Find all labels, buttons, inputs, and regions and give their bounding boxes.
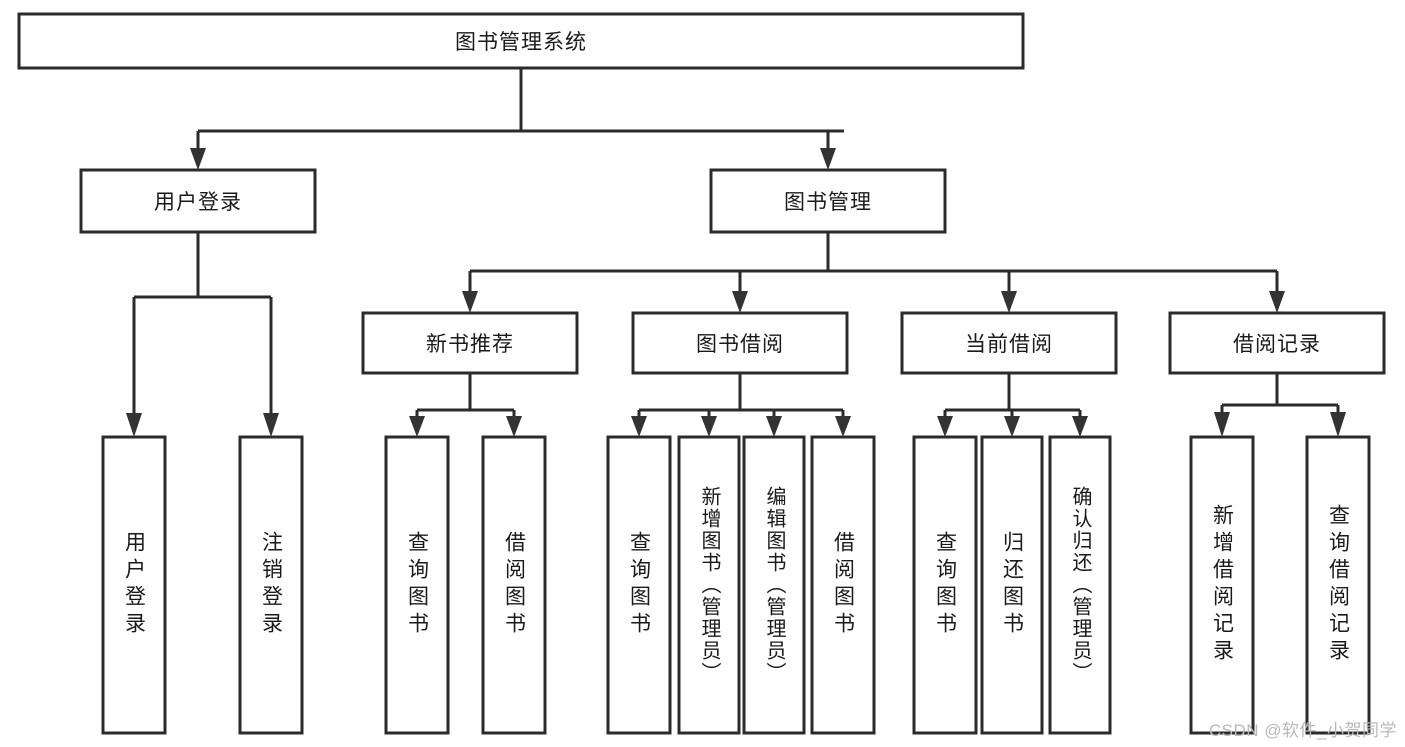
leaf-recommend-0[interactable] <box>384 435 450 735</box>
node-borrow-record[interactable] <box>1168 311 1386 375</box>
leaf-current-1[interactable] <box>980 435 1044 735</box>
node-root[interactable] <box>17 12 1025 70</box>
leaf-record-0[interactable] <box>1189 435 1255 735</box>
leaf-borrow-2[interactable] <box>742 435 806 735</box>
connector-root-to-level2 <box>190 68 844 170</box>
leaf-recommend-1[interactable] <box>481 435 547 735</box>
connector-record-to-leaves <box>1214 373 1346 437</box>
node-book-management[interactable] <box>709 168 947 234</box>
leaf-record-1[interactable] <box>1305 435 1371 735</box>
connector-userlogin-to-leaves <box>126 232 279 437</box>
leaf-borrow-3[interactable] <box>810 435 876 735</box>
connector-current-to-leaves <box>937 373 1088 437</box>
leaf-user-login-0[interactable] <box>101 435 167 735</box>
leaf-current-0[interactable] <box>912 435 978 735</box>
leaf-borrow-0[interactable] <box>606 435 672 735</box>
connector-recommend-to-leaves <box>409 373 522 437</box>
leaf-user-login-1[interactable] <box>238 435 304 735</box>
node-book-borrow[interactable] <box>631 311 849 375</box>
leaf-current-2[interactable] <box>1048 435 1112 735</box>
connector-bookmgmt-to-level3 <box>462 232 1285 313</box>
node-user-login[interactable] <box>79 168 317 234</box>
connector-borrow-to-leaves <box>631 373 851 437</box>
node-new-book-recommend[interactable] <box>361 311 579 375</box>
leaf-borrow-1[interactable] <box>677 435 741 735</box>
node-current-borrow[interactable] <box>900 311 1118 375</box>
